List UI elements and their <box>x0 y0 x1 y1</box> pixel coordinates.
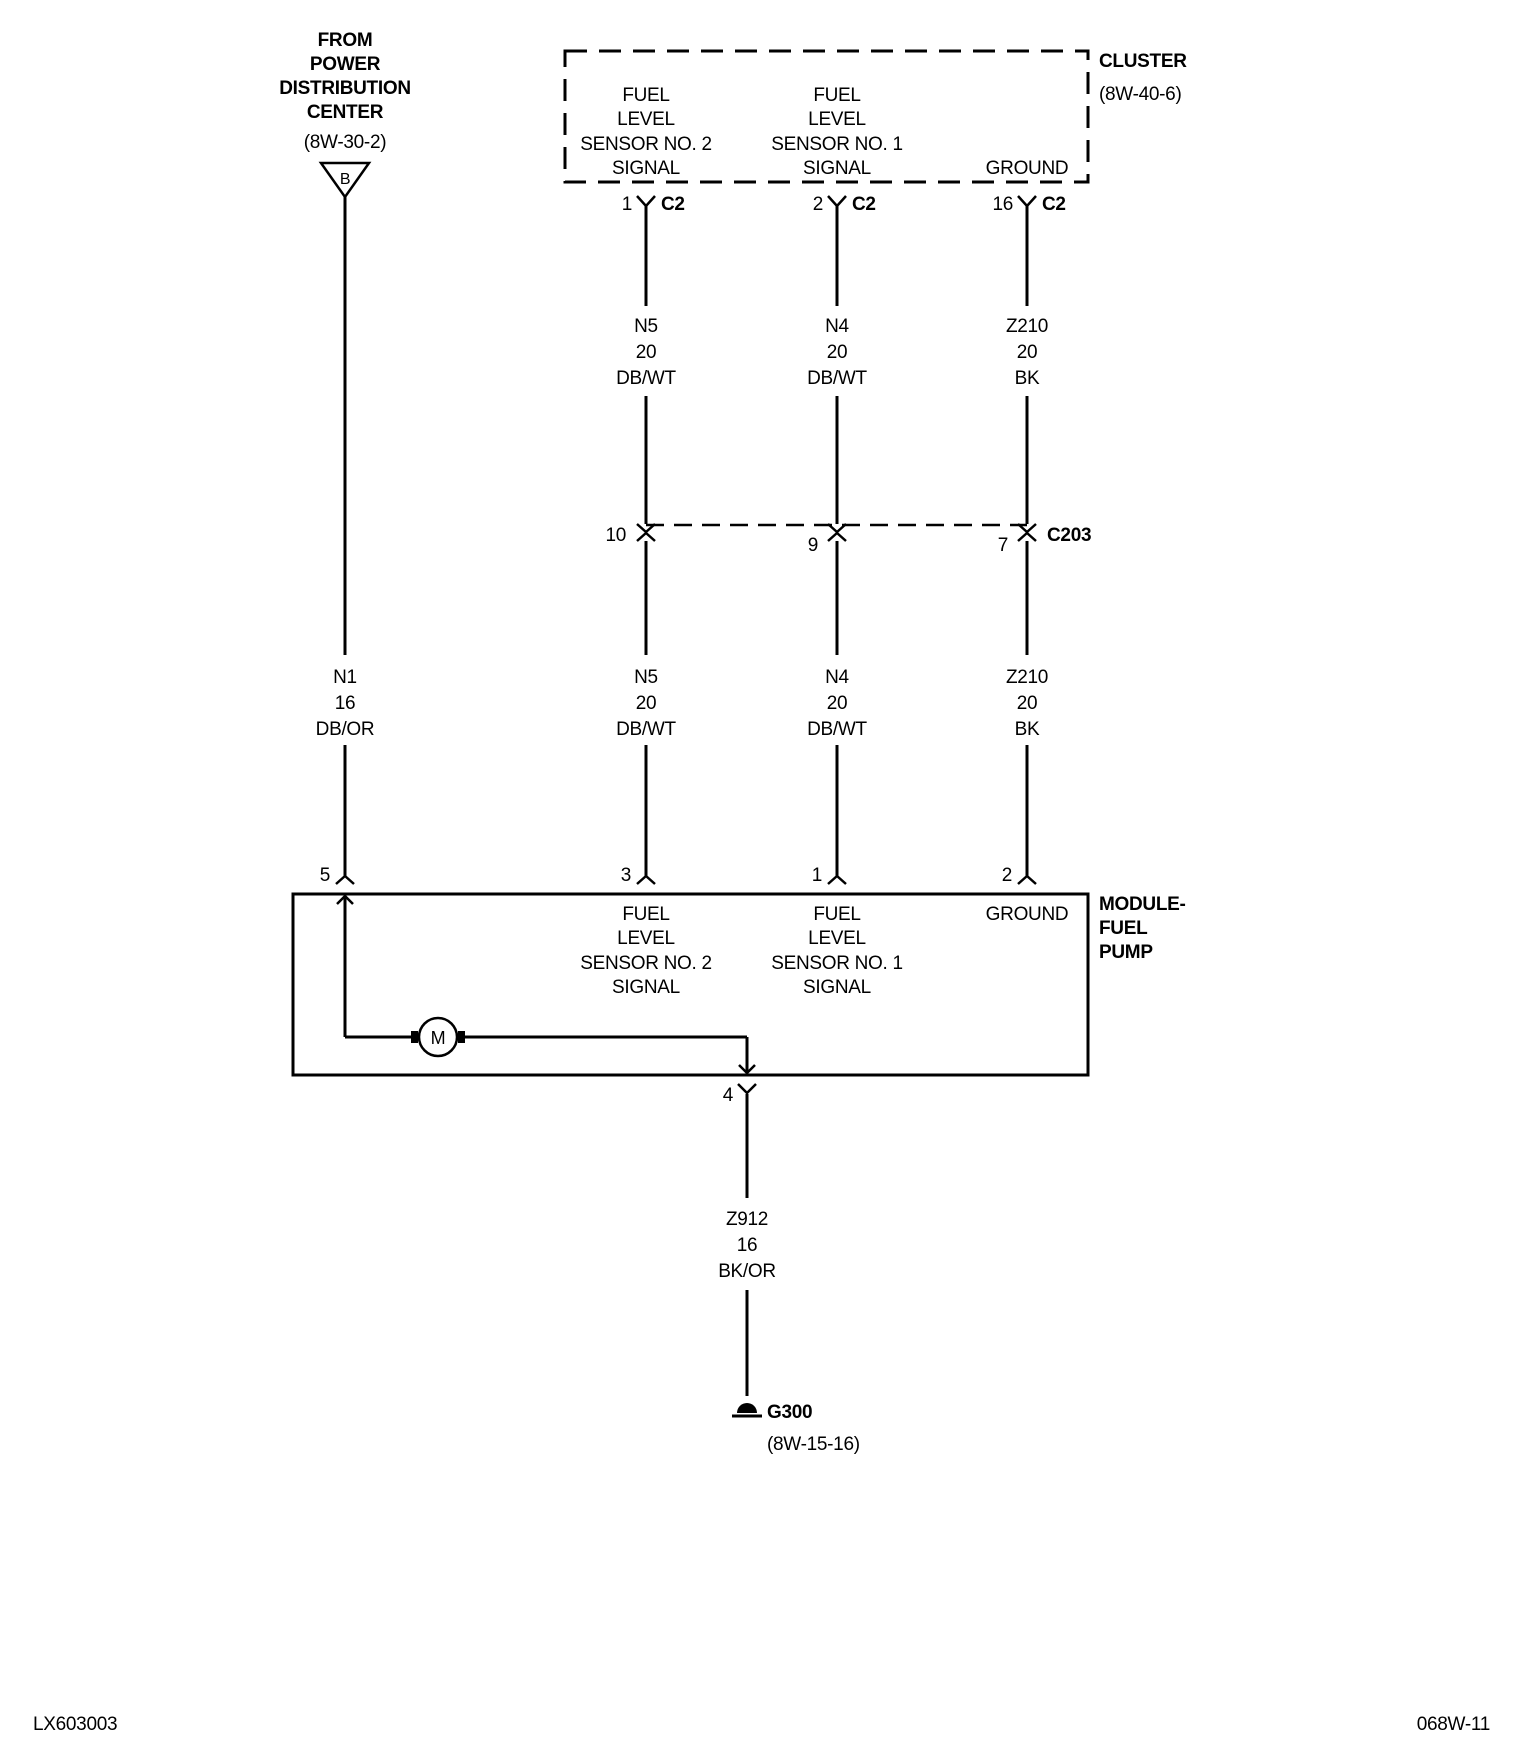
module-name-line-2: FUEL <box>1099 918 1148 939</box>
svg-text:FUEL: FUEL <box>813 904 860 925</box>
inline-connector-c203: 10 9 7 C203 <box>605 523 1092 556</box>
svg-text:20: 20 <box>1017 693 1038 714</box>
svg-text:DB/WT: DB/WT <box>807 368 867 389</box>
svg-text:SENSOR NO. 2: SENSOR NO. 2 <box>580 134 712 155</box>
motor-symbol: M <box>431 1028 446 1048</box>
source-line-3: DISTRIBUTION <box>279 78 411 99</box>
svg-text:SIGNAL: SIGNAL <box>803 158 871 179</box>
svg-text:20: 20 <box>636 342 657 363</box>
ground-g300: G300 (8W-15-16) <box>732 1402 860 1455</box>
pin-label: 1 <box>812 865 822 886</box>
footer-right: 068W-11 <box>1417 1714 1490 1735</box>
fuse-letter: B <box>340 171 350 188</box>
pin-label: 3 <box>621 865 631 886</box>
pin-label: 4 <box>723 1085 734 1106</box>
module-label-ground: GROUND <box>986 904 1069 925</box>
pin-label: 2 <box>813 194 823 215</box>
pin-label: 16 <box>992 194 1013 215</box>
svg-text:20: 20 <box>636 693 657 714</box>
svg-text:SENSOR NO. 1: SENSOR NO. 1 <box>771 953 903 974</box>
svg-text:N1: N1 <box>333 667 357 688</box>
svg-text:LEVEL: LEVEL <box>808 928 866 949</box>
motor-icon: M <box>411 1016 465 1058</box>
ground-icon <box>732 1403 762 1418</box>
fuel-pump-module: MODULE- FUEL PUMP FUEL LEVEL SENSOR NO. … <box>291 892 1186 1077</box>
pin-label: 10 <box>605 525 626 546</box>
cluster-label-sensor-1: FUEL LEVEL SENSOR NO. 1 SIGNAL <box>771 85 903 179</box>
power-source: FROM POWER DISTRIBUTION CENTER (8W-30-2)… <box>279 30 411 200</box>
ground-name: G300 <box>767 1402 812 1423</box>
svg-text:SIGNAL: SIGNAL <box>612 158 680 179</box>
pin-label: 9 <box>808 535 818 556</box>
svg-text:Z210: Z210 <box>1006 316 1048 337</box>
module-name-line-1: MODULE- <box>1099 894 1186 915</box>
svg-text:SIGNAL: SIGNAL <box>803 977 871 998</box>
module-label-sensor-2: FUEL LEVEL SENSOR NO. 2 SIGNAL <box>580 904 712 998</box>
ground-ref: (8W-15-16) <box>767 1434 860 1455</box>
wire-label-upper-n5: N5 20 DB/WT <box>616 316 677 389</box>
pin-label: 2 <box>1002 865 1012 886</box>
source-line-4: CENTER <box>307 102 384 123</box>
source-ref: (8W-30-2) <box>304 132 386 153</box>
svg-text:BK/OR: BK/OR <box>718 1261 776 1282</box>
svg-text:LEVEL: LEVEL <box>808 109 866 130</box>
svg-text:FUEL: FUEL <box>622 85 669 106</box>
cluster-box: CLUSTER (8W-40-6) FUEL LEVEL SENSOR NO. … <box>563 49 1188 184</box>
wire-label-z912: Z912 16 BK/OR <box>718 1209 776 1282</box>
wires <box>343 197 1029 1396</box>
module-input-pins: 5 3 1 2 <box>320 865 1037 886</box>
svg-text:16: 16 <box>737 1235 758 1256</box>
svg-text:20: 20 <box>827 342 848 363</box>
wire-label-lower-z210: Z210 20 BK <box>1006 667 1048 740</box>
wire-label-upper-n4: N4 20 DB/WT <box>807 316 868 389</box>
pin-label: 5 <box>320 865 330 886</box>
svg-text:DB/WT: DB/WT <box>807 719 867 740</box>
svg-text:LEVEL: LEVEL <box>617 109 675 130</box>
source-line-2: POWER <box>310 54 381 75</box>
source-line-1: FROM <box>318 30 373 51</box>
svg-text:DB/OR: DB/OR <box>316 719 375 740</box>
wire-label-lower-n4: N4 20 DB/WT <box>807 667 868 740</box>
svg-text:16: 16 <box>335 693 356 714</box>
connector-label: C2 <box>852 194 876 215</box>
svg-text:N5: N5 <box>634 316 658 337</box>
svg-text:LEVEL: LEVEL <box>617 928 675 949</box>
svg-text:DB/WT: DB/WT <box>616 719 676 740</box>
cluster-label-sensor-2: FUEL LEVEL SENSOR NO. 2 SIGNAL <box>580 85 712 179</box>
cluster-label-ground: GROUND <box>986 158 1069 179</box>
svg-text:N4: N4 <box>825 667 849 688</box>
cluster-connector-c2: 1 C2 2 C2 16 C2 <box>622 194 1066 215</box>
svg-text:N5: N5 <box>634 667 658 688</box>
cluster-ref: (8W-40-6) <box>1099 84 1181 105</box>
wire-label-lower-n1: N1 16 DB/OR <box>316 667 375 740</box>
svg-text:FUEL: FUEL <box>813 85 860 106</box>
svg-text:BK: BK <box>1015 368 1040 389</box>
connector-label: C2 <box>1042 194 1066 215</box>
svg-text:SENSOR NO. 1: SENSOR NO. 1 <box>771 134 903 155</box>
connector-label: C203 <box>1047 525 1091 546</box>
svg-text:DB/WT: DB/WT <box>616 368 676 389</box>
svg-text:Z210: Z210 <box>1006 667 1048 688</box>
svg-text:SENSOR NO. 2: SENSOR NO. 2 <box>580 953 712 974</box>
svg-text:Z912: Z912 <box>726 1209 768 1230</box>
module-name-line-3: PUMP <box>1099 942 1153 963</box>
module-output-pin: 4 <box>723 1083 757 1106</box>
motor-circuit: M <box>336 894 756 1075</box>
pin-label: 7 <box>998 535 1008 556</box>
svg-text:N4: N4 <box>825 316 849 337</box>
fuse-source-icon: B <box>318 161 372 200</box>
module-label-sensor-1: FUEL LEVEL SENSOR NO. 1 SIGNAL <box>771 904 903 998</box>
svg-text:FUEL: FUEL <box>622 904 669 925</box>
footer-left: LX603003 <box>33 1714 117 1735</box>
connector-label: C2 <box>661 194 685 215</box>
svg-text:20: 20 <box>827 693 848 714</box>
cluster-name: CLUSTER <box>1099 51 1187 72</box>
svg-text:20: 20 <box>1017 342 1038 363</box>
wire-label-lower-n5: N5 20 DB/WT <box>616 667 677 740</box>
svg-text:BK: BK <box>1015 719 1040 740</box>
svg-text:SIGNAL: SIGNAL <box>612 977 680 998</box>
pin-label: 1 <box>622 194 632 215</box>
wire-label-upper-z210: Z210 20 BK <box>1006 316 1048 389</box>
